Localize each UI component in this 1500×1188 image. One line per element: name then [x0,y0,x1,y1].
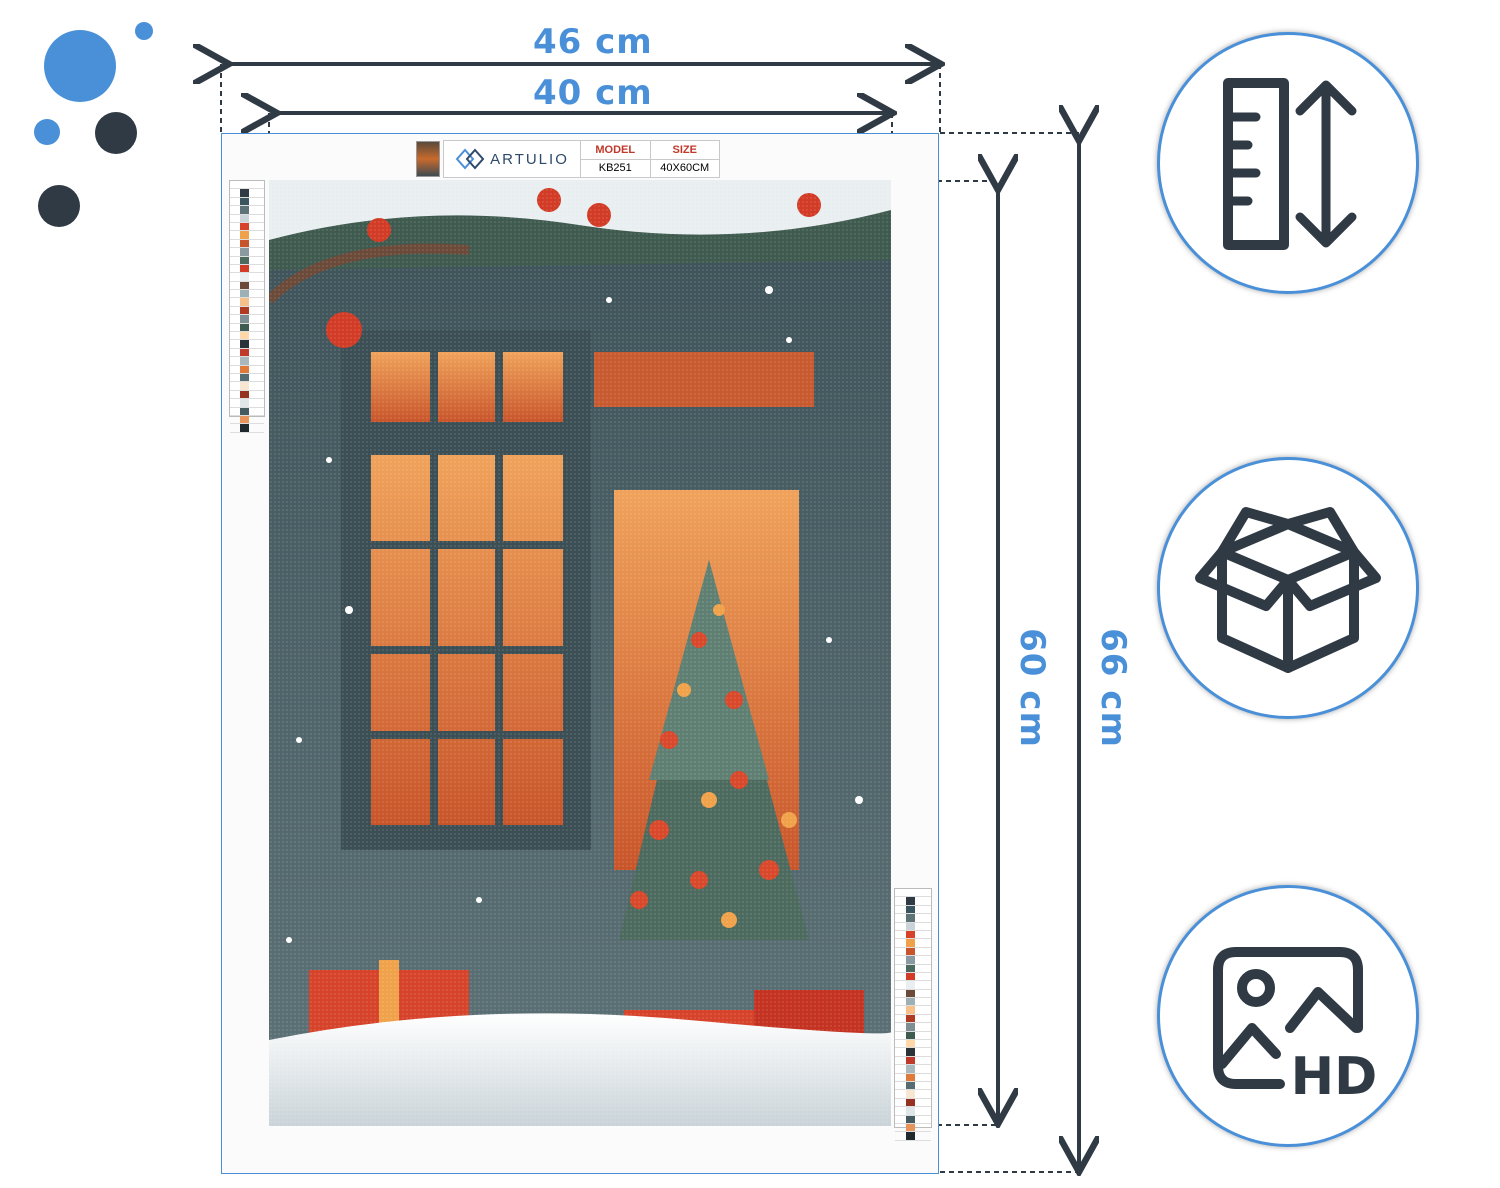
legend-row [230,290,264,299]
legend-row [895,1073,931,1082]
legend-row [230,415,264,425]
legend-row [895,981,931,990]
legend-row [230,264,264,274]
size-label: SIZE [650,141,719,160]
model-label: MODEL [581,141,650,160]
preview-thumbnail [416,141,440,177]
legend-row [230,206,264,215]
legend-row [895,889,931,898]
legend-row [895,1090,931,1099]
legend-row [230,222,264,232]
legend-row [895,1098,931,1108]
legend-row [895,1023,931,1032]
legend-row [230,348,264,358]
legend-row [895,1014,931,1024]
ruler-arrow-icon [1223,78,1357,250]
brand: ARTULIO [444,141,581,177]
box-icon [1195,507,1381,673]
legend-row [230,281,264,291]
legend-row [895,1006,931,1015]
legend-row [230,197,264,207]
legend-row [895,989,931,999]
legend-row [230,298,264,307]
hd-image-icon: HD [1213,947,1378,1107]
legend-row [895,1115,931,1124]
legend-row [230,382,264,391]
legend-row [230,323,264,333]
legend-row [895,922,931,931]
model-value: KB251 [598,162,632,175]
legend-row [895,897,931,906]
feature-size-badge [1157,32,1419,294]
legend-row [230,306,264,316]
legend-row [230,332,264,341]
size-value: 40X60CM [660,162,710,175]
hd-text: HD [1291,1047,1378,1107]
legend-row [230,424,264,433]
legend-row [895,1065,931,1074]
outer-width-label: 46 cm [533,22,653,62]
legend-row [230,399,264,408]
legend-row [895,956,931,965]
legend-row [230,181,264,190]
legend-row [895,914,931,923]
legend-row [895,1081,931,1091]
legend-row [230,390,264,400]
christmas-shop-illustration [269,180,891,1126]
logo-dots-icon [34,22,153,227]
legend-row [230,256,264,265]
feature-package-badge [1157,457,1419,719]
legend-row [230,373,264,383]
inner-width-label: 40 cm [533,73,653,113]
legend-row [895,1123,931,1133]
legend-row [230,231,264,240]
diamond-painting-image [269,180,891,1126]
legend-row [895,964,931,973]
legend-row [230,239,264,249]
legend-row [230,407,264,416]
legend-row [895,1132,931,1141]
legend-row [895,939,931,948]
legend-row [230,189,264,198]
legend-row [230,340,264,349]
legend-row [230,315,264,324]
feature-hd-badge: HD [1157,885,1419,1147]
color-legend-right [894,888,932,1141]
legend-row [895,930,931,940]
canvas-header: ARTULIO MODEL KB251 SIZE 40X60CM [443,140,720,178]
legend-row [895,972,931,982]
legend-row [895,1048,931,1057]
legend-row [895,1031,931,1041]
legend-row [895,1107,931,1116]
legend-row [230,214,264,223]
legend-row [895,1040,931,1049]
outer-height-label: 66 cm [1092,628,1133,748]
legend-row [230,248,264,257]
legend-row [895,905,931,915]
legend-row [230,357,264,366]
legend-row [895,947,931,957]
legend-row [895,998,931,1007]
inner-height-label: 60 cm [1011,628,1052,748]
legend-row [230,273,264,282]
brand-name: ARTULIO [490,150,569,168]
legend-row [230,365,264,374]
legend-row [895,1056,931,1066]
diamond-logo-icon [455,148,485,170]
color-legend-left [229,180,265,433]
